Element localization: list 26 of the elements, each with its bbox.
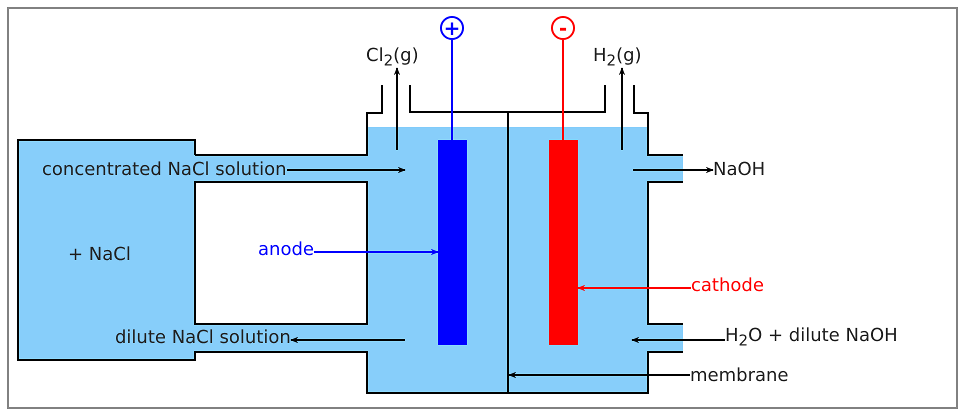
inlet-label: concentrated NaCl solution xyxy=(42,158,287,182)
flow-arrow xyxy=(287,166,406,174)
membrane-label: membrane xyxy=(690,364,788,388)
tank-label: + NaCl xyxy=(68,243,131,267)
anode-electrode xyxy=(438,140,467,345)
flow-arrow xyxy=(631,336,725,344)
outlet-label: NaOH xyxy=(713,158,766,182)
leader-line xyxy=(508,372,690,378)
gas-outlet-label: Cl$_{2}$(g) xyxy=(366,44,419,68)
leader-line xyxy=(314,248,439,256)
flow-arrow xyxy=(290,336,405,344)
negative-terminal: - xyxy=(551,16,575,40)
flow-arrow xyxy=(394,67,400,150)
wire xyxy=(451,40,453,140)
membrane-line xyxy=(507,112,509,393)
positive-terminal: + xyxy=(440,16,464,40)
outlet-label: dilute NaCl solution xyxy=(115,326,291,350)
gas-outlet-label: H$_{2}$(g) xyxy=(593,44,642,68)
inlet-label: H$_{2}$O + dilute NaOH xyxy=(725,324,898,348)
wire xyxy=(562,40,564,140)
cathode-electrode xyxy=(549,140,578,345)
flow-arrow xyxy=(633,166,714,174)
leader-line xyxy=(577,284,691,292)
flow-arrow xyxy=(618,67,626,150)
electrode-label: anode xyxy=(258,238,314,262)
electrode-label: cathode xyxy=(691,274,764,298)
